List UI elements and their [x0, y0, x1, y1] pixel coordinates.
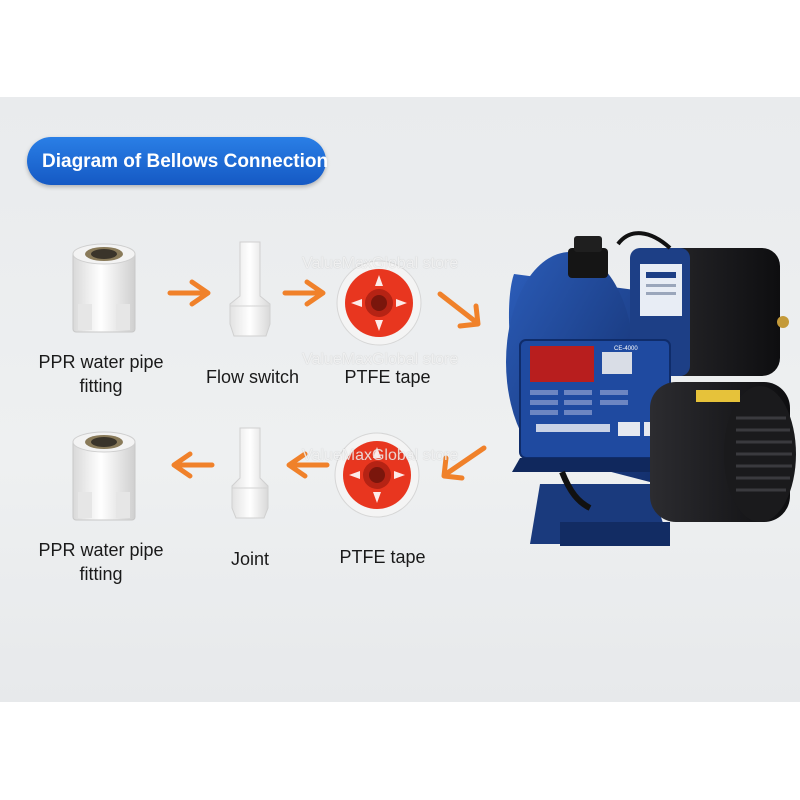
flow-switch-label: Flow switch	[205, 367, 299, 387]
flow-switch-icon	[229, 241, 271, 337]
arrow-left-icon	[286, 451, 330, 479]
ptfe-tape-icon	[334, 432, 420, 518]
arrow-right-icon	[282, 279, 326, 307]
arrow-right-icon	[167, 279, 211, 307]
ptfe-tape-label-row2: PTFE tape	[339, 547, 426, 567]
title-banner	[27, 137, 326, 185]
joint-icon	[231, 427, 269, 519]
watermark-1: ValueMaxGlobal store	[302, 255, 459, 272]
joint-label: Joint	[230, 549, 270, 569]
pipe-fitting-icon	[72, 431, 136, 521]
fitting-label-row2-line1: PPR water pipe	[38, 540, 164, 560]
arrow-left-icon	[171, 451, 215, 479]
arrow-right-icon	[437, 291, 481, 329]
fitting-label-row1-line1: PPR water pipe	[38, 352, 164, 372]
page-title: Diagram of Bellows Connection	[42, 151, 329, 172]
pipe-fitting-icon	[72, 243, 136, 333]
pump-display-model: CE-4000	[614, 346, 638, 352]
water-pump-icon	[506, 231, 796, 546]
fitting-label-row1-line2: fitting	[79, 376, 123, 396]
ptfe-tape-label-row1: PTFE tape	[344, 367, 431, 387]
watermark-2: ValueMaxGlobal store	[302, 351, 459, 368]
fitting-label-row2-line2: fitting	[79, 564, 123, 584]
arrow-left-icon	[441, 445, 487, 481]
ptfe-tape-icon	[336, 260, 422, 346]
watermark-3: ValueMaxGlobal store	[302, 447, 459, 464]
